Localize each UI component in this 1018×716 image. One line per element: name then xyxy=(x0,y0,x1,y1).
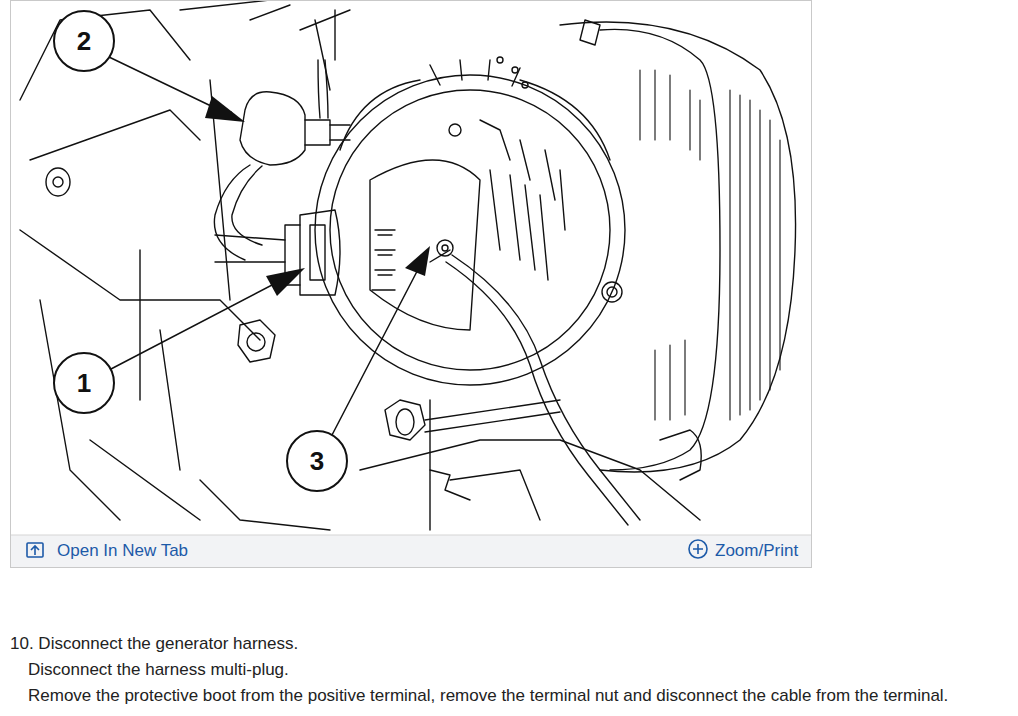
step-text: Disconnect the harness multi-plug. xyxy=(28,660,289,680)
leader-lines xyxy=(109,57,425,435)
callout-circle: 3 xyxy=(286,430,348,492)
mounting-bolts xyxy=(238,320,560,500)
callout-circle: 1 xyxy=(53,352,115,414)
step-text: 10. Disconnect the generator harness. xyxy=(10,634,298,654)
callout-arrowheads xyxy=(205,96,430,296)
callout-circle: 2 xyxy=(53,10,115,72)
callout-number: 1 xyxy=(77,370,91,396)
toolbar-divider xyxy=(11,535,811,536)
toolbar xyxy=(11,535,811,567)
harness-multi-plug xyxy=(215,210,340,295)
toolbar-link: Zoom/Print xyxy=(715,541,798,561)
toolbar-link: Open In New Tab xyxy=(57,541,188,561)
step-text: Remove the protective boot from the posi… xyxy=(28,686,948,706)
positive-terminal xyxy=(214,60,350,260)
ground-cable xyxy=(430,240,640,525)
engine-block xyxy=(20,1,700,530)
callout-number: 2 xyxy=(77,28,91,54)
callout-number: 3 xyxy=(310,448,324,474)
generator xyxy=(315,20,796,480)
image-frame xyxy=(11,1,812,568)
